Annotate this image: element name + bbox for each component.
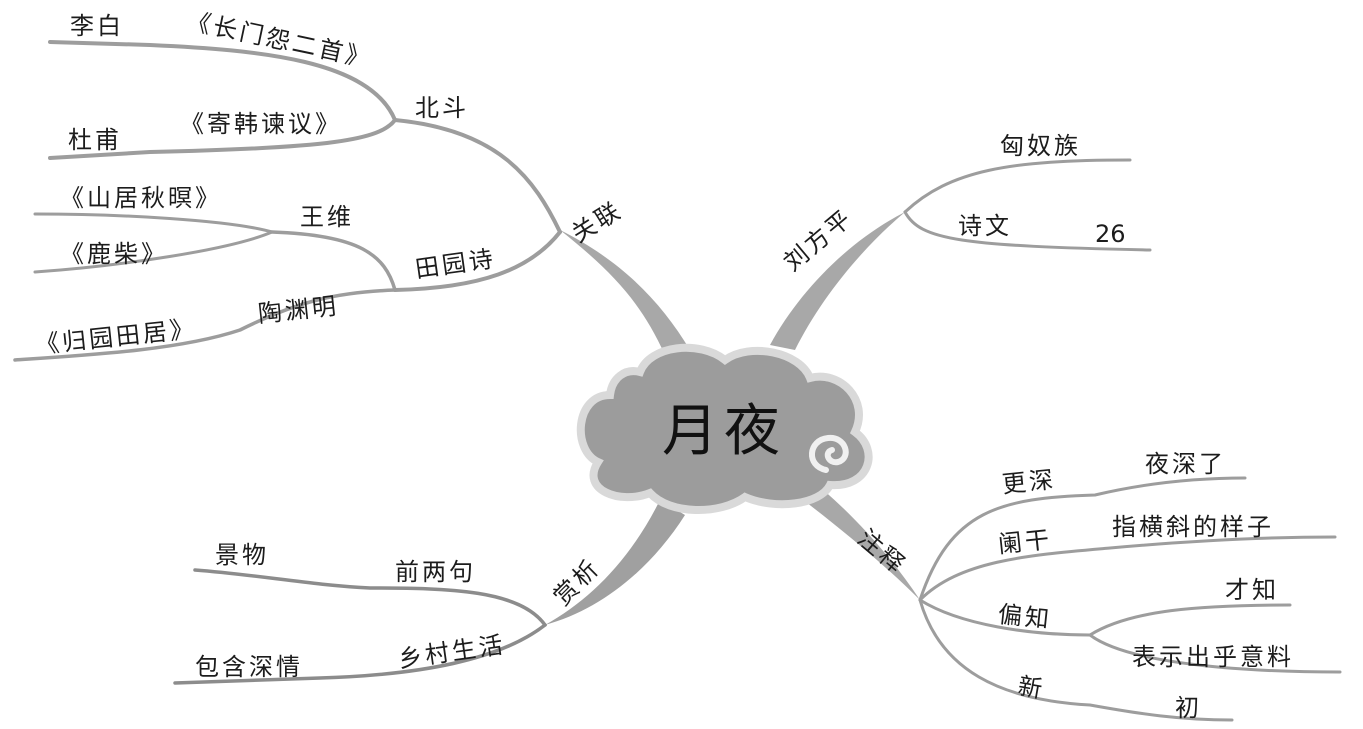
link-shangxi-qianliangju bbox=[193, 568, 547, 627]
branch-shangxi bbox=[545, 500, 685, 625]
link-zhushi-pianzhi bbox=[918, 598, 1092, 637]
node-caizhi: 才知 bbox=[1225, 576, 1279, 604]
link-beidou-dufu bbox=[48, 118, 397, 160]
node-beidou: 北斗 bbox=[415, 94, 469, 122]
node-jingwu: 景物 bbox=[215, 541, 269, 569]
link-beidou-libai bbox=[48, 40, 397, 122]
node-poem-shanju: 《山居秋暝》 bbox=[60, 184, 222, 212]
link-zhushi-xin bbox=[918, 598, 1234, 722]
node-pianzhi: 偏知 bbox=[996, 600, 1054, 634]
node-poem-luchai: 《鹿柴》 bbox=[60, 240, 168, 268]
node-hanshenqing: 包含深情 bbox=[195, 653, 303, 681]
center-cloud bbox=[576, 343, 873, 515]
node-yiliao: 表示出乎意料 bbox=[1132, 643, 1294, 671]
branch-guanlian bbox=[560, 230, 690, 355]
branch-liufangping bbox=[770, 212, 905, 350]
node-libai: 李白 bbox=[70, 12, 124, 40]
node-dufu: 杜甫 bbox=[68, 126, 122, 154]
link-wangwei-luchai bbox=[33, 230, 274, 274]
cloud-swirl bbox=[809, 434, 849, 473]
link-guanlian-beidou bbox=[393, 118, 562, 234]
link-tianyuan-wangwei bbox=[270, 230, 397, 292]
link-zhushi-gengshen bbox=[918, 476, 1247, 602]
link-pianzhi-yiliao bbox=[1088, 633, 1342, 674]
node-qianliangju: 前两句 bbox=[395, 558, 476, 586]
node-langan: 阑干 bbox=[996, 525, 1054, 559]
node-yeshenle: 夜深了 bbox=[1145, 450, 1226, 478]
node-chu: 初 bbox=[1175, 694, 1202, 722]
link-guanlian-tianyuan bbox=[393, 230, 562, 292]
node-xiongnu: 匈奴族 bbox=[1000, 132, 1081, 160]
link-tianyuan-taoyuanming bbox=[13, 288, 397, 362]
link-shangxi-xiangcun bbox=[173, 623, 547, 685]
node-gengshen: 更深 bbox=[1000, 465, 1058, 499]
link-liufangping-shiwen bbox=[903, 210, 1152, 252]
link-zhushi-langan bbox=[918, 535, 1337, 602]
branch-zhushi bbox=[790, 475, 920, 600]
node-poem-jihan: 《寄韩谏议》 bbox=[180, 110, 342, 138]
center-title: 月夜 bbox=[662, 399, 786, 464]
link-pianzhi-caizhi bbox=[1088, 603, 1292, 637]
link-wangwei-shanju bbox=[33, 212, 274, 234]
node-shiwen-count: 26 bbox=[1095, 220, 1126, 248]
node-xin: 新 bbox=[1015, 671, 1048, 705]
node-hengxie: 指横斜的样子 bbox=[1112, 513, 1274, 541]
node-shiwen: 诗文 bbox=[958, 212, 1012, 240]
node-wangwei: 王维 bbox=[300, 203, 354, 231]
link-liufangping-xiongnu bbox=[903, 158, 1132, 214]
